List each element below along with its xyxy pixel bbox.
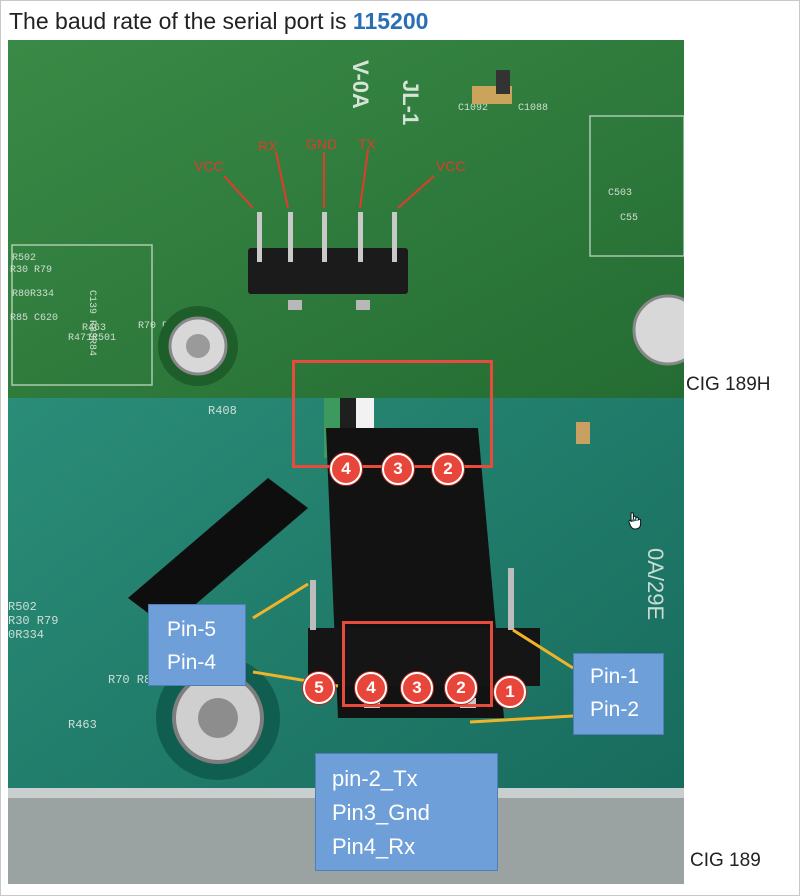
svg-text:R85 C620: R85 C620 bbox=[10, 313, 58, 324]
svg-text:R502: R502 bbox=[8, 600, 37, 614]
svg-text:R80R334: R80R334 bbox=[12, 289, 54, 300]
svg-text:R463: R463 bbox=[82, 323, 106, 334]
mouse-pointer-icon bbox=[628, 512, 642, 530]
svg-text:JL-1: JL-1 bbox=[398, 80, 423, 125]
svg-text:R30 R79: R30 R79 bbox=[10, 265, 52, 276]
svg-text:R30 R79: R30 R79 bbox=[8, 614, 58, 628]
header-highlight-bottom bbox=[342, 621, 493, 707]
connector-highlight-top bbox=[292, 360, 493, 468]
svg-text:V-0A: V-0A bbox=[348, 60, 373, 109]
pin-badge-4: 4 bbox=[355, 672, 387, 704]
page-heading: The baud rate of the serial port is 1152… bbox=[9, 8, 428, 35]
pin-badge-4-top: 4 bbox=[330, 453, 362, 485]
svg-text:R463: R463 bbox=[68, 718, 97, 732]
svg-text:C503: C503 bbox=[608, 188, 632, 199]
svg-text:C1088: C1088 bbox=[518, 103, 548, 114]
svg-text:0A/29E: 0A/29E bbox=[643, 548, 668, 620]
pin-badge-2: 2 bbox=[445, 672, 477, 704]
caption-cig189h: CIG 189H bbox=[686, 374, 771, 395]
pin-badge-5: 5 bbox=[303, 672, 335, 704]
pin-badge-2-top: 2 bbox=[432, 453, 464, 485]
pin-badge-1: 1 bbox=[494, 676, 526, 708]
svg-text:C55: C55 bbox=[620, 213, 638, 224]
callout-mid-line2: Pin3_Gnd bbox=[332, 800, 430, 825]
callout-pin1-pin2: Pin-1 Pin-2 bbox=[573, 653, 664, 735]
heading-text: The baud rate of the serial port is bbox=[9, 8, 347, 34]
callout-left-line2: Pin-4 bbox=[167, 651, 217, 674]
svg-text:R471R501: R471R501 bbox=[68, 333, 116, 344]
pin-label-vcc-left: VCC bbox=[194, 158, 224, 174]
svg-text:R70 R82: R70 R82 bbox=[138, 321, 180, 332]
pin-label-tx: TX bbox=[358, 136, 376, 152]
pin-label-gnd: GND bbox=[306, 136, 338, 152]
caption-cig189: CIG 189 bbox=[690, 850, 761, 871]
callout-mid-line3: Pin4_Rx bbox=[332, 834, 416, 859]
pin-label-rx: RX bbox=[258, 138, 278, 154]
callout-pin5-pin4: Pin-5 Pin-4 bbox=[148, 604, 246, 686]
callout-pin-functions: pin-2_Tx Pin3_Gnd Pin4_Rx bbox=[315, 753, 498, 871]
callout-left-line1: Pin-5 bbox=[167, 618, 217, 641]
callout-mid-line1: pin-2_Tx bbox=[332, 766, 418, 791]
svg-text:R70 R82: R70 R82 bbox=[108, 673, 158, 687]
callout-right-line2: Pin-2 bbox=[590, 698, 640, 721]
svg-text:R502: R502 bbox=[12, 253, 36, 264]
pin-badge-3-top: 3 bbox=[382, 453, 414, 485]
callout-right-line1: Pin-1 bbox=[590, 665, 640, 688]
pin-badge-3: 3 bbox=[401, 672, 433, 704]
svg-text:R408: R408 bbox=[208, 404, 237, 418]
svg-text:0R334: 0R334 bbox=[8, 628, 44, 642]
svg-text:C1092: C1092 bbox=[458, 103, 488, 114]
svg-text:C139 R83R84: C139 R83R84 bbox=[86, 290, 97, 356]
pin-label-vcc-right: VCC bbox=[436, 158, 466, 174]
baud-rate-value: 115200 bbox=[352, 8, 429, 34]
